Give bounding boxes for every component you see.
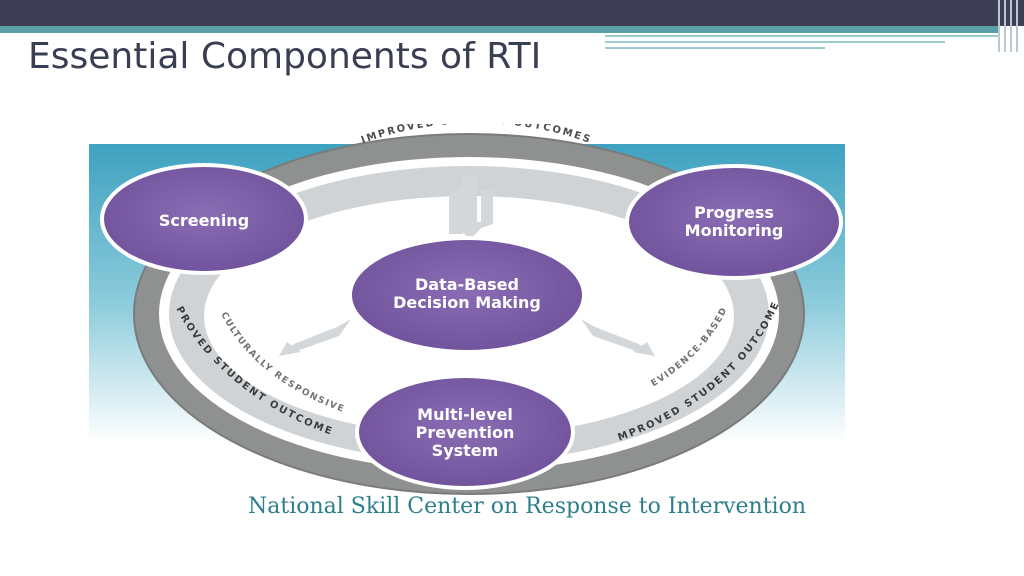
slide-title: Essential Components of RTI [28,36,542,77]
node-multi-level-prevention-system: Multi-level Prevention System [355,374,575,490]
node-progress-monitoring: Progress Monitoring [625,164,843,280]
arrow-left [279,319,351,356]
accent-lines [605,33,1000,53]
top-banner [0,0,1024,26]
right-stripes [996,0,1024,52]
rti-diagram: IMPROVED STUDENT OUTCOMES IMPROVED STUDE… [89,124,845,496]
node-progress-label-line1: Progress [694,203,774,222]
arrow-top [449,176,493,240]
node-multilevel-label-line2: Prevention [416,423,515,442]
node-progress-label-line2: Monitoring [685,221,784,240]
teal-accent-bar [0,26,1000,33]
node-center-label-line2: Decision Making [393,293,541,312]
node-screening: Screening [100,163,308,275]
source-caption: National Skill Center on Response to Int… [248,494,807,519]
node-multilevel-label-line1: Multi-level [417,405,513,424]
node-data-based-decision-making: Data-Based Decision Making [348,236,586,354]
arrow-right [581,319,655,356]
node-multilevel-label-line3: System [432,441,499,460]
node-center-label-line1: Data-Based [415,275,519,294]
node-screening-label: Screening [159,211,249,230]
